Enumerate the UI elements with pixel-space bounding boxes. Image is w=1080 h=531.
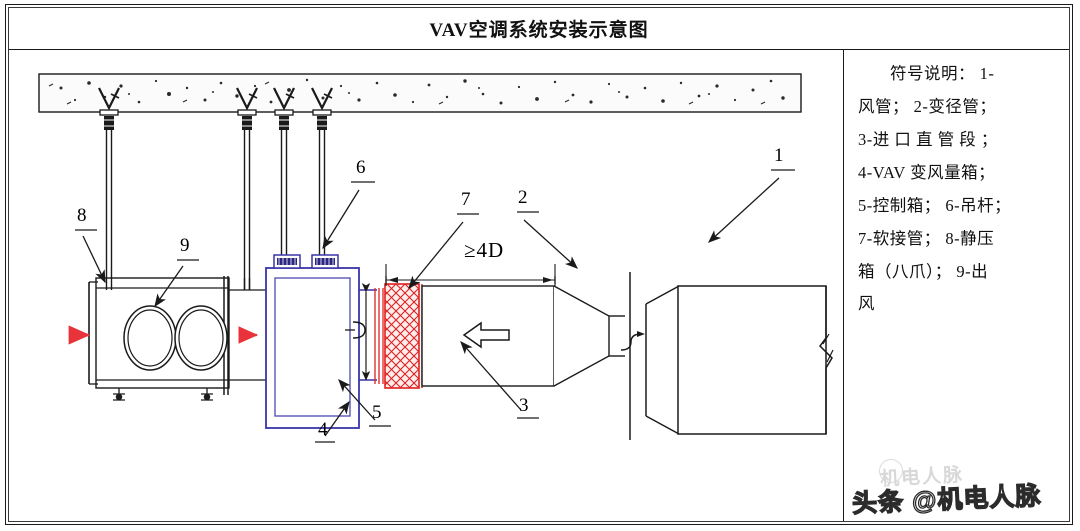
leader-5 — [338, 379, 376, 421]
hanger-rod — [273, 87, 295, 255]
leader-2 — [523, 219, 578, 269]
leader-1 — [708, 177, 780, 243]
air-outlet — [174, 305, 228, 371]
inner-frame — [8, 7, 1070, 522]
leader-7 — [408, 221, 464, 290]
main-duct — [677, 285, 834, 435]
legend-line-3: 3-进 口 直 管 段 ； — [858, 129, 998, 149]
callout-leaders — [75, 169, 795, 443]
leader-4 — [324, 400, 350, 437]
airflow-arrow — [462, 321, 510, 349]
vav-mount-bracket — [273, 254, 301, 269]
hanger-rod — [98, 87, 120, 290]
air-outlet — [123, 305, 177, 371]
vav-box — [265, 254, 377, 429]
hanger-rod-group — [98, 87, 333, 290]
legend-panel: 符号说明： 1- 风管； 2-变径管； 3-进 口 直 管 段 ； 4-VAV … — [850, 52, 1069, 518]
flexible-connector — [374, 283, 423, 389]
air-outlet-group — [123, 305, 228, 371]
leader-6 — [322, 189, 360, 250]
dimension-4d — [385, 264, 556, 286]
inlet-straight-duct — [421, 285, 555, 387]
legend-line-8: 风 — [858, 294, 875, 314]
legend-line-5: 5-控制箱； 6-吊杆； — [858, 195, 1012, 215]
legend-line-4: 4-VAV 变风量箱； — [858, 162, 996, 182]
page-title: VAV空调系统安装示意图 — [429, 20, 649, 41]
vav-mount-bracket — [311, 254, 339, 269]
hanger-rod — [236, 87, 258, 290]
legend-line-6: 7-软接管； 8-静压 — [858, 228, 995, 248]
leader-8 — [82, 235, 106, 284]
legend-line-2: 风管； 2-变径管； — [858, 96, 997, 116]
legend-line-1: 符号说明： 1- — [890, 64, 995, 83]
concrete-slab — [38, 73, 802, 113]
connector-duct — [228, 289, 267, 381]
leader-9 — [154, 265, 184, 308]
title-bar: VAV空调系统安装示意图 — [9, 8, 1069, 50]
drawing-canvas — [9, 50, 843, 521]
legend-line-7: 箱（八爪）； 9-出 — [858, 261, 989, 281]
watermark-logo-icon — [879, 459, 903, 483]
outer-frame — [5, 4, 1073, 525]
panel-divider — [843, 50, 844, 521]
transition-duct — [553, 272, 680, 440]
leader-3 — [460, 341, 522, 411]
hanger-rod — [311, 87, 333, 255]
control-box — [274, 277, 351, 417]
